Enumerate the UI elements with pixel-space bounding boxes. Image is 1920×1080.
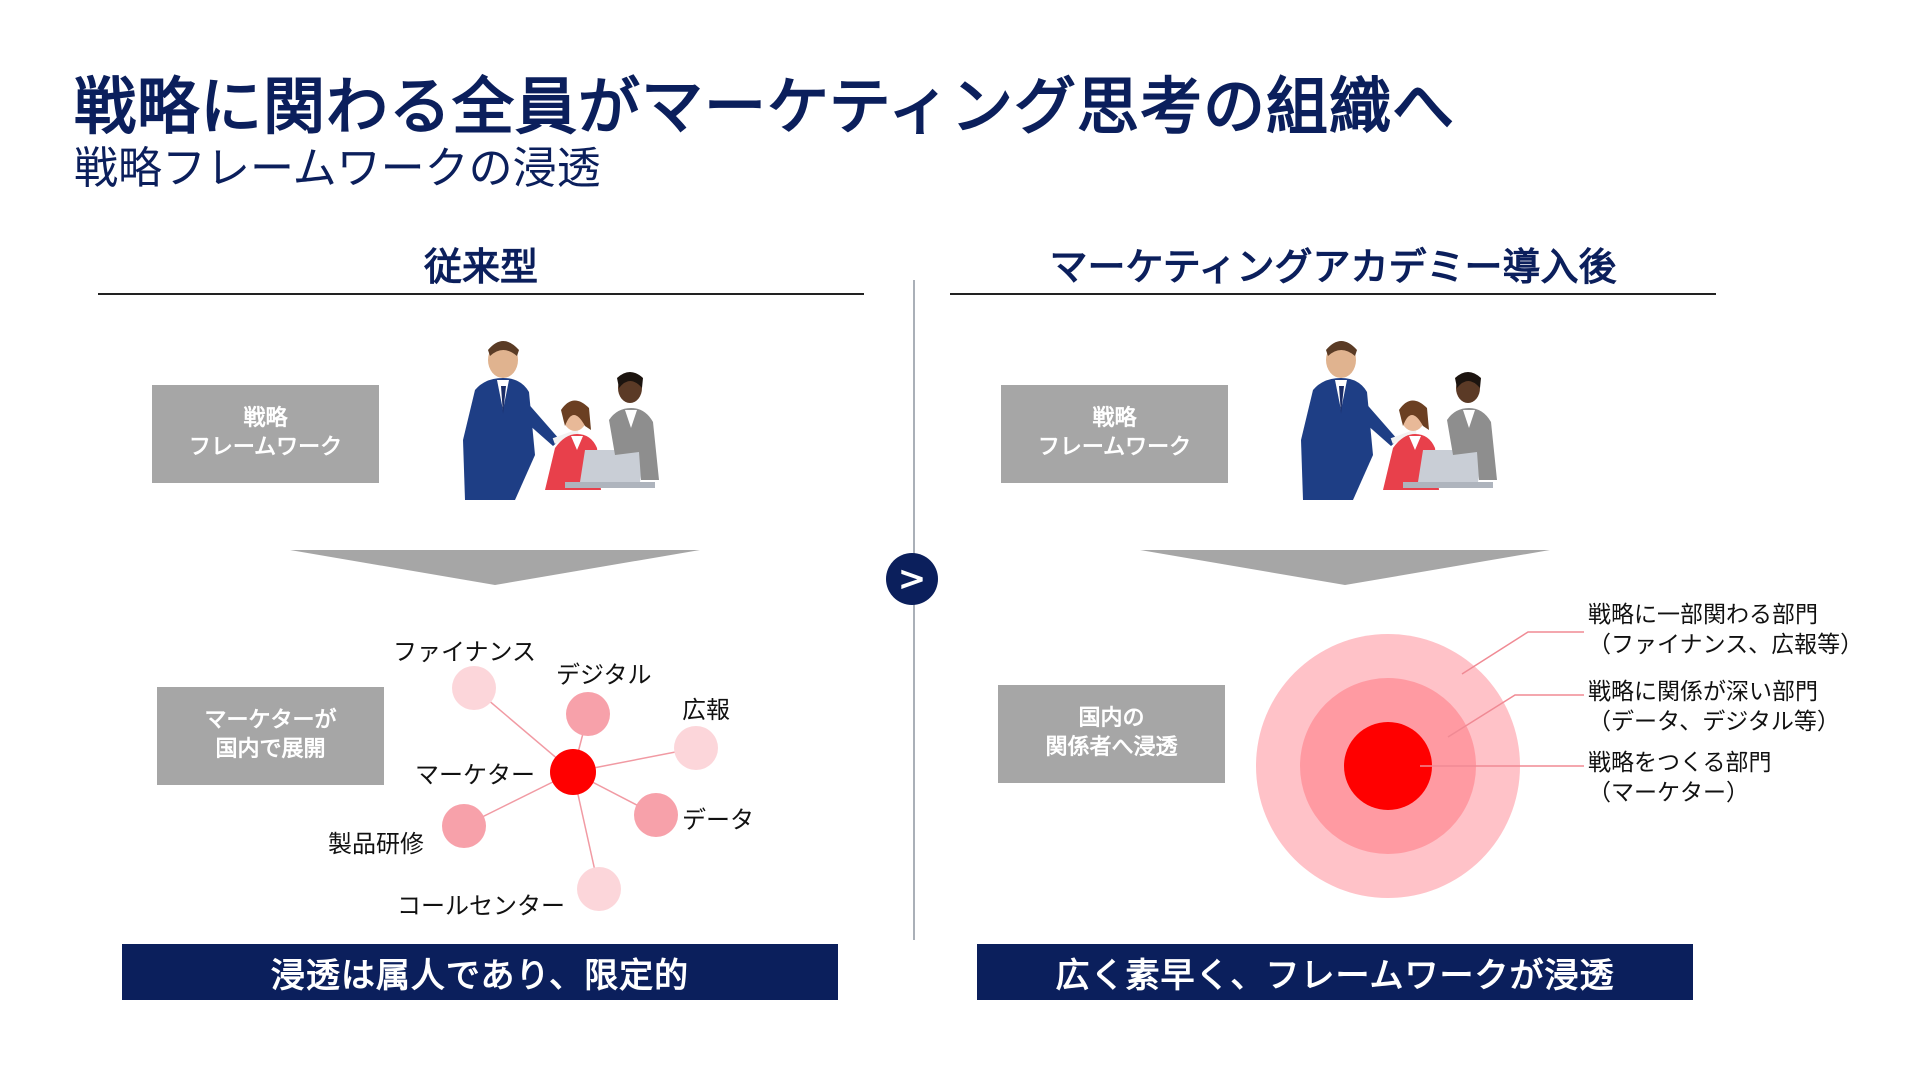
next-arrow-icon: >	[886, 553, 938, 605]
node-label-finance: ファイナンス	[393, 638, 537, 666]
node-label-pr: 広報	[682, 696, 730, 724]
right-spread-box: 国内の 関係者へ浸透	[998, 685, 1225, 783]
product-training-node	[442, 804, 486, 848]
ring-label-outer-2: （ファイナンス、広報等）	[1588, 632, 1864, 658]
node-label-data: データ	[682, 806, 754, 834]
ring-label-outer-1: 戦略に一部関わる部門	[1588, 602, 1818, 628]
right-framework-box: 戦略 フレームワーク	[1001, 385, 1228, 483]
left-banner: 浸透は属人であり、限定的	[122, 944, 838, 1000]
call-center-node	[577, 867, 621, 911]
marketer-node	[550, 749, 596, 795]
page-title: 戦略に関わる全員がマーケティング思考の組織へ	[74, 70, 1456, 143]
ring-label-inner-2: （マーケター）	[1588, 780, 1749, 806]
business-team-icon	[463, 341, 659, 500]
business-team-icon	[1301, 341, 1497, 500]
node-label-call-center: コールセンター	[397, 892, 565, 920]
left-heading: 従来型	[423, 245, 538, 289]
ring-label-middle-2: （データ、デジタル等）	[1588, 709, 1840, 735]
data-node	[634, 793, 678, 837]
page-subtitle: 戦略フレームワークの浸透	[74, 143, 601, 194]
node-label-digital: デジタル	[556, 661, 652, 689]
left-framework-box: 戦略 フレームワーク	[152, 385, 379, 483]
node-label-product-training: 製品研修	[328, 830, 424, 858]
right-heading: マーケティングアカデミー導入後	[1049, 245, 1617, 289]
left-heading-rule	[98, 293, 864, 295]
node-label-marketer: マーケター	[415, 761, 535, 789]
ring-label-inner-1: 戦略をつくる部門	[1588, 750, 1772, 776]
finance-node	[452, 666, 496, 710]
right-heading-rule	[950, 293, 1716, 295]
center-divider	[913, 280, 915, 940]
right-banner: 広く素早く、フレームワークが浸透	[977, 944, 1693, 1000]
chevron-down-triangle-icon	[290, 550, 700, 585]
digital-node	[566, 692, 610, 736]
chevron-down-triangle-icon	[1140, 550, 1550, 585]
core-circle	[1344, 722, 1432, 810]
left-spread-box: マーケターが 国内で展開	[157, 687, 384, 785]
ring-label-middle-1: 戦略に関係が深い部門	[1588, 679, 1818, 705]
pr-node	[674, 726, 718, 770]
